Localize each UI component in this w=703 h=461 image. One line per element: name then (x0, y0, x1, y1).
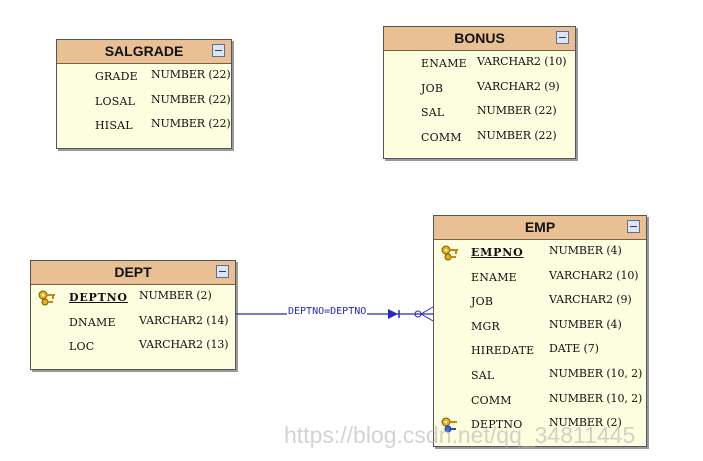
column-type: NUMBER (22) (477, 104, 557, 118)
column-row-primary-key: EMPNO NUMBER (4) (434, 240, 646, 265)
column-row: SAL NUMBER (10, 2) (434, 363, 646, 388)
column-row: DNAME VARCHAR2 (14) (31, 310, 235, 335)
column-type: NUMBER (22) (151, 68, 231, 81)
column-name: JOB (471, 295, 494, 309)
entity-emp[interactable]: EMP EMPNO NUMBER (4) ENAME VARCHAR2 (10)… (433, 215, 647, 447)
column-row: GRADE NUMBER (22) (57, 64, 231, 89)
column-name: LOC (69, 340, 95, 354)
primary-key-icon (441, 245, 458, 261)
entity-title: SALGRADE (104, 43, 184, 59)
column-row: HIREDATE DATE (7) (434, 338, 646, 363)
column-type: NUMBER (4) (549, 317, 622, 331)
column-row: MGR NUMBER (4) (434, 314, 646, 339)
collapse-icon[interactable] (212, 44, 225, 57)
column-name: DNAME (69, 315, 116, 329)
column-name: HIREDATE (471, 344, 535, 358)
column-type: VARCHAR2 (9) (549, 293, 632, 307)
column-name: DEPTNO (471, 418, 523, 432)
column-name: LOSAL (95, 94, 136, 108)
watermark: https://blog.csdn.net/qq_34811445 (284, 422, 636, 448)
collapse-icon[interactable] (556, 31, 569, 44)
collapse-icon[interactable] (627, 220, 640, 233)
column-type: VARCHAR2 (10) (549, 268, 639, 282)
entity-title: BONUS (454, 30, 505, 46)
column-name: GRADE (95, 70, 138, 83)
column-type: VARCHAR2 (10) (477, 55, 567, 68)
column-type: NUMBER (2) (139, 289, 212, 302)
column-name: SAL (471, 368, 495, 382)
column-type: NUMBER (10, 2) (549, 391, 643, 405)
column-row: LOSAL NUMBER (22) (57, 89, 231, 114)
column-name: COMM (471, 393, 512, 407)
entity-salgrade[interactable]: SALGRADE GRADE NUMBER (22) LOSAL NUMBER … (56, 39, 232, 149)
column-type: VARCHAR2 (13) (139, 338, 229, 352)
collapse-icon[interactable] (216, 265, 229, 278)
column-type: NUMBER (22) (477, 128, 557, 142)
column-row: JOB VARCHAR2 (9) (384, 76, 575, 101)
column-name: ENAME (471, 270, 517, 284)
column-type: VARCHAR2 (9) (477, 79, 560, 93)
column-row: ENAME VARCHAR2 (10) (434, 265, 646, 290)
column-row-foreign-key: DEPTNO NUMBER (2) (434, 412, 646, 437)
column-name: HISAL (95, 119, 133, 133)
column-name: JOB (421, 81, 444, 95)
relationship-arrow-icon (388, 309, 398, 319)
column-row: HISAL NUMBER (22) (57, 113, 231, 138)
entity-header[interactable]: EMP (434, 216, 646, 240)
entity-header[interactable]: DEPT (31, 261, 235, 285)
primary-key-icon (38, 290, 55, 306)
column-name: MGR (471, 319, 500, 333)
column-row-primary-key: DEPTNO NUMBER (2) (31, 285, 235, 310)
entity-title: DEPT (114, 264, 152, 280)
foreign-key-icon (441, 417, 457, 433)
entity-header[interactable]: BONUS (384, 27, 575, 51)
column-type: NUMBER (10, 2) (549, 366, 643, 380)
entity-title: EMP (524, 219, 556, 235)
entity-header[interactable]: SALGRADE (57, 40, 231, 64)
column-row: COMM NUMBER (10, 2) (434, 388, 646, 413)
column-row: COMM NUMBER (22) (384, 125, 575, 150)
column-name: ENAME (421, 57, 467, 70)
column-name: SAL (421, 106, 445, 120)
entity-dept[interactable]: DEPT DEPTNO NUMBER (2) DNAME VARCHAR2 (1… (30, 260, 236, 370)
column-type: VARCHAR2 (14) (139, 313, 229, 327)
column-type: DATE (7) (549, 342, 599, 356)
crows-foot-icon (420, 306, 434, 315)
column-type: NUMBER (22) (151, 117, 231, 131)
relationship-label: DEPTNO=DEPTNO (287, 306, 368, 318)
column-type: NUMBER (2) (549, 416, 622, 430)
column-row: LOC VARCHAR2 (13) (31, 334, 235, 359)
column-name: COMM (421, 130, 462, 144)
column-name: EMPNO (471, 246, 524, 259)
column-row: SAL NUMBER (22) (384, 100, 575, 125)
column-row: JOB VARCHAR2 (9) (434, 289, 646, 314)
column-type: NUMBER (4) (549, 244, 622, 257)
column-row: ENAME VARCHAR2 (10) (384, 51, 575, 76)
column-type: NUMBER (22) (151, 92, 231, 106)
column-name: DEPTNO (69, 291, 128, 304)
entity-bonus[interactable]: BONUS ENAME VARCHAR2 (10) JOB VARCHAR2 (… (383, 26, 576, 159)
